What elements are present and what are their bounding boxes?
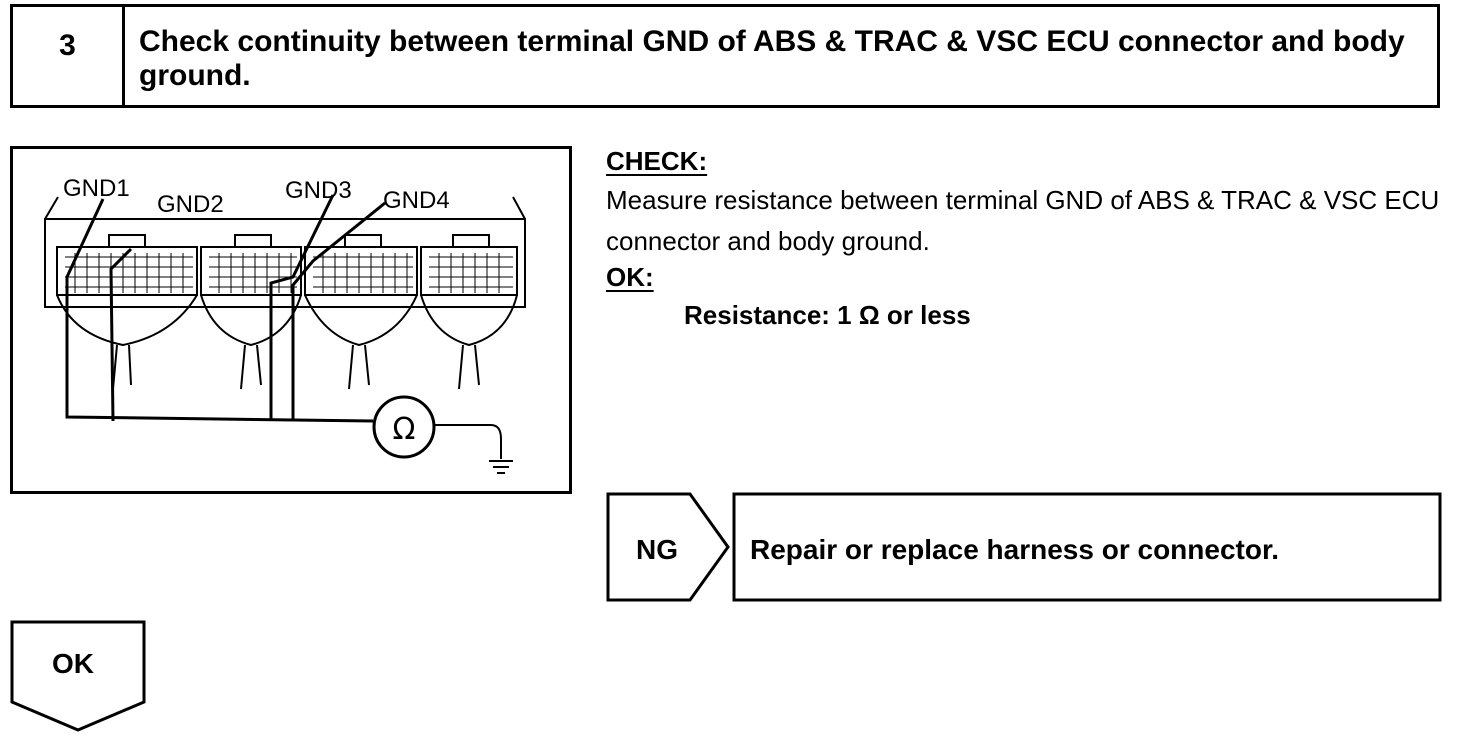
check-instruction: Measure resistance between terminal GND … [606, 185, 1440, 256]
ng-label: NG [636, 534, 678, 565]
ohmmeter-icon [372, 395, 436, 459]
connector-blocks [56, 234, 518, 296]
gnd2-label: GND2 [157, 191, 224, 218]
ohm-symbol: Ω [393, 412, 416, 447]
ok-arrow-label: OK [52, 648, 94, 679]
ground-symbol-icon [489, 460, 513, 474]
gnd4-label: GND4 [383, 187, 450, 214]
down-arrow-icon [10, 620, 146, 732]
gnd3-label: GND3 [285, 177, 352, 204]
ecu-connector-figure: Ω GND1 GND2 GND3 GND4 [10, 146, 572, 494]
step-number: 3 [13, 7, 125, 105]
check-heading: CHECK: [606, 146, 708, 176]
gnd1-label: GND1 [63, 175, 130, 202]
step-title: Check continuity between terminal GND of… [139, 25, 1405, 92]
connector-diagram: Ω [44, 194, 526, 474]
ok-heading: OK: [606, 262, 654, 292]
ng-result-box: NG Repair or replace harness or connecto… [606, 492, 1442, 602]
step-header: 3 Check continuity between terminal GND … [10, 4, 1440, 108]
ok-arrow: OK [10, 620, 146, 732]
resistance-spec: Resistance: 1 Ω or less [684, 300, 971, 330]
ng-action: Repair or replace harness or connector. [750, 534, 1280, 565]
